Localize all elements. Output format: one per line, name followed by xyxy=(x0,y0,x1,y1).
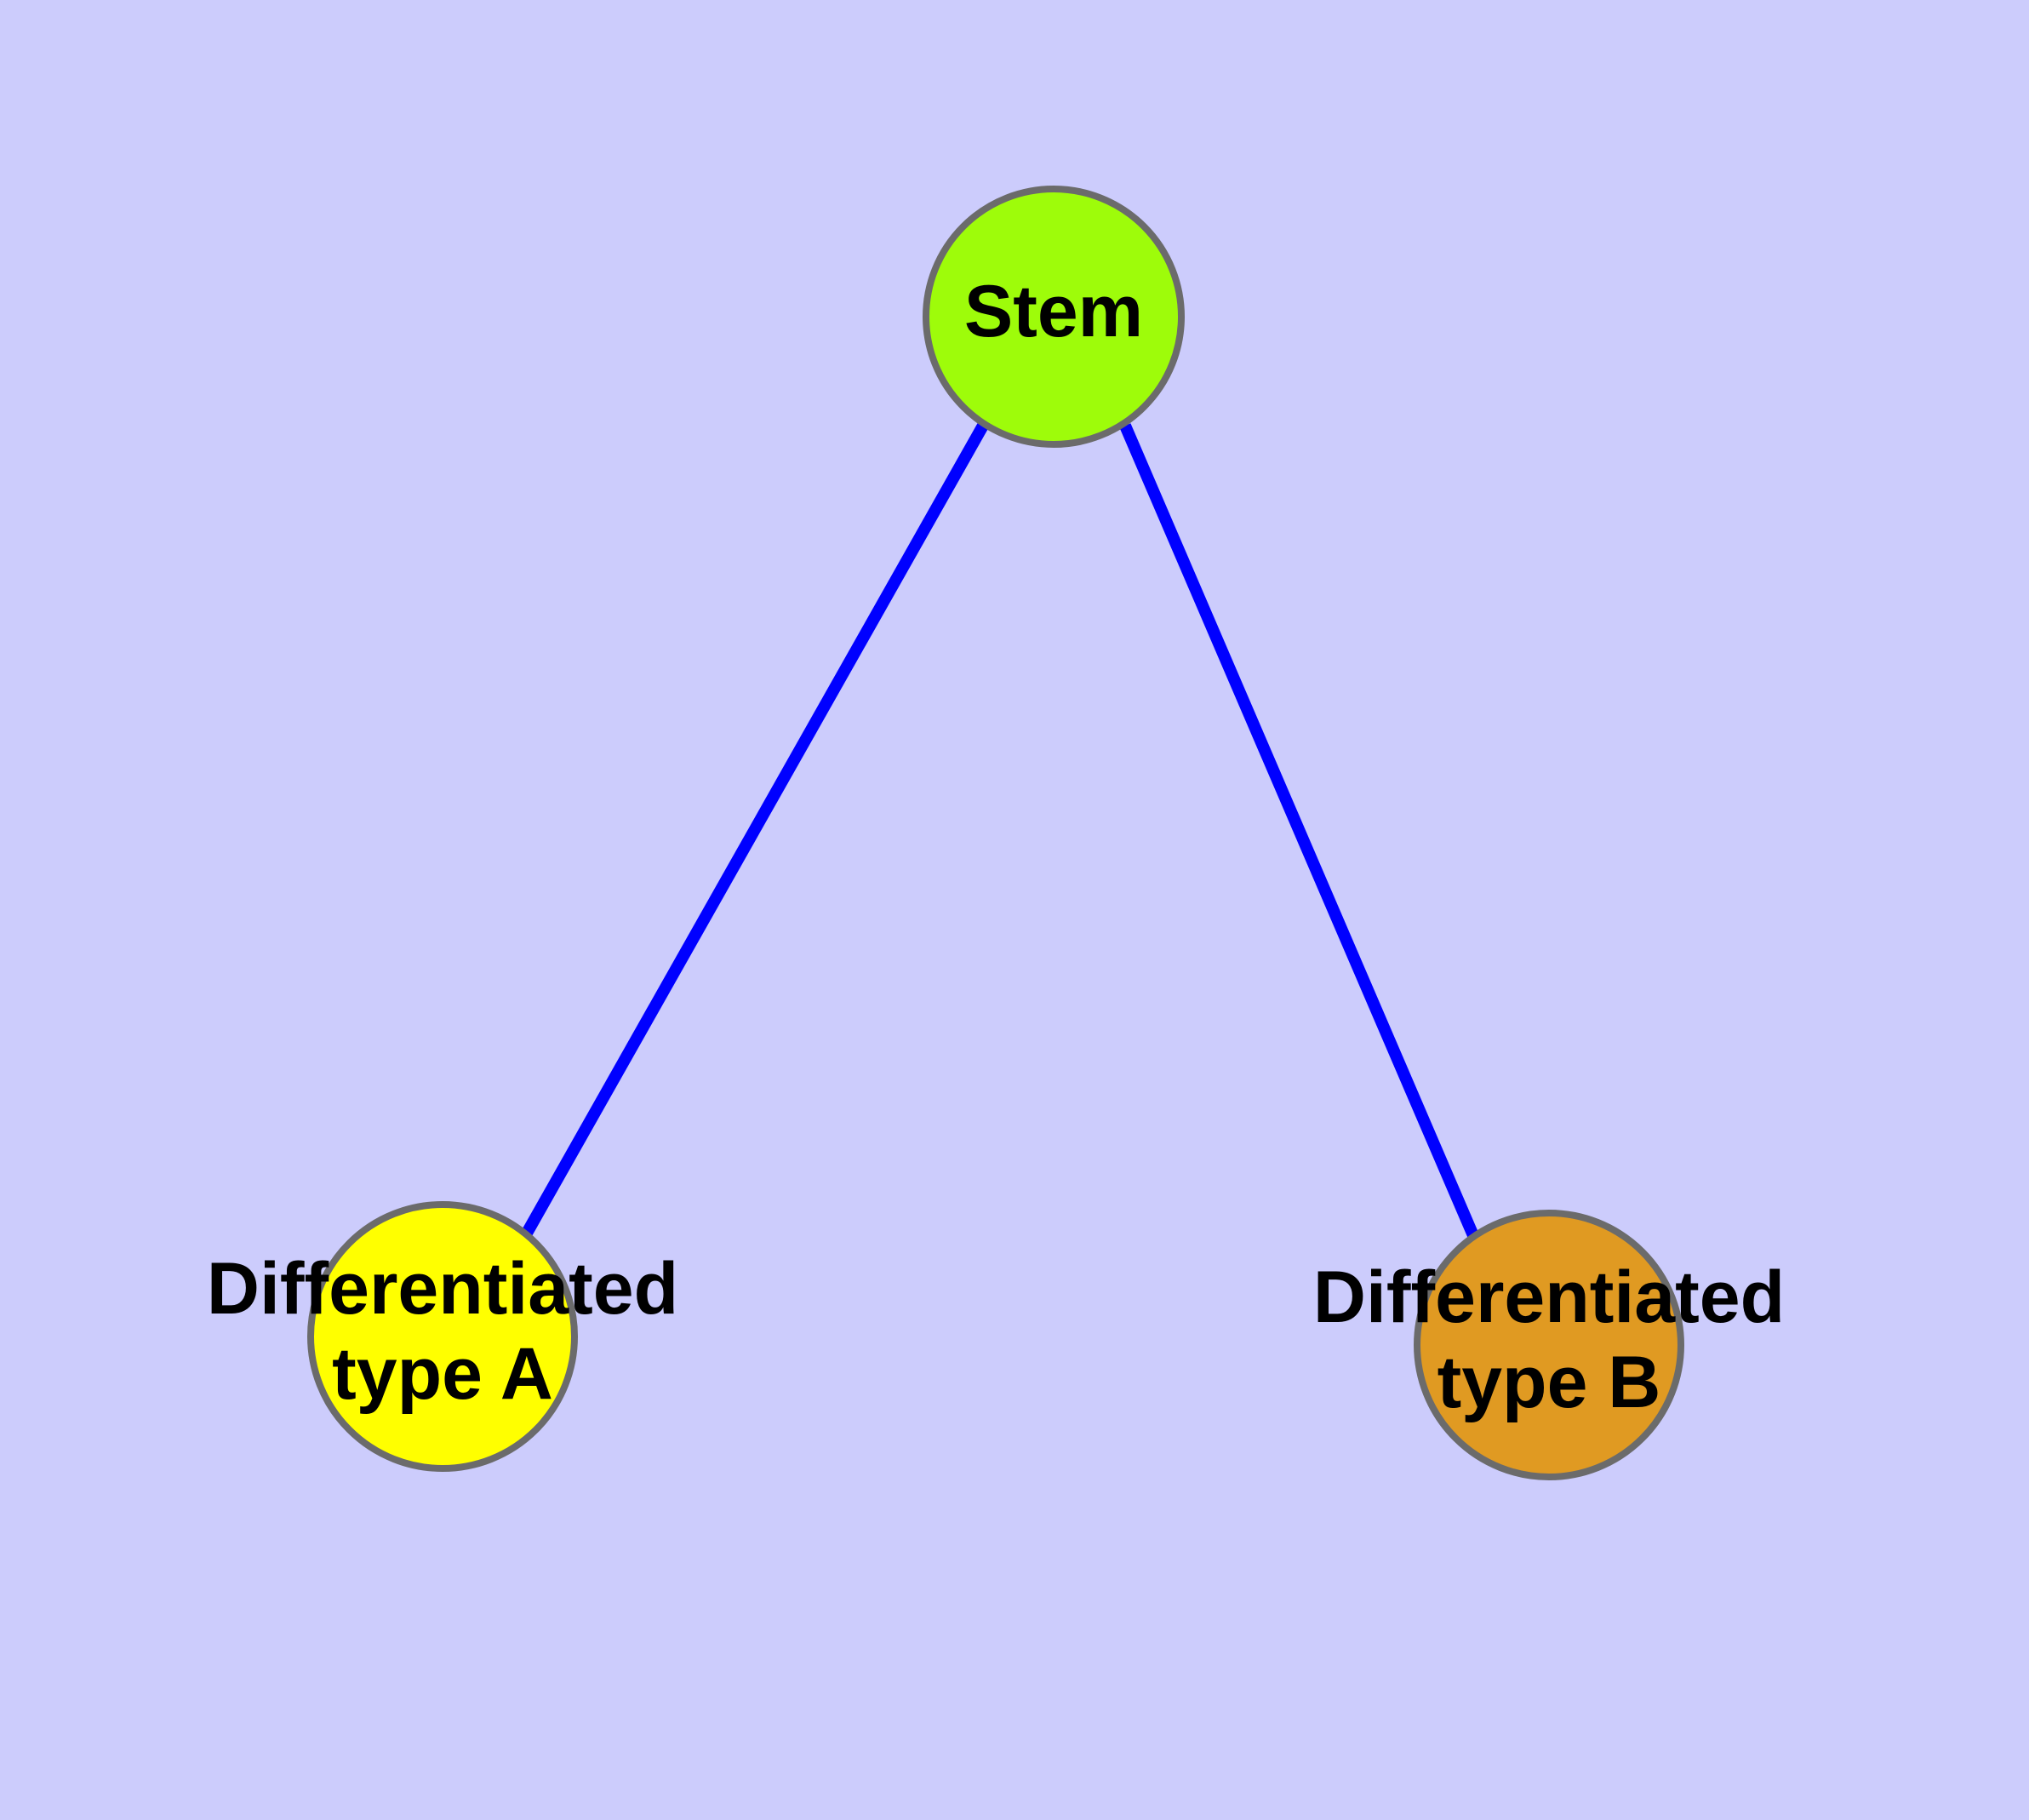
node-stem-label: Stem xyxy=(964,271,1143,352)
node-differentiated-type-b-circle[interactable] xyxy=(1414,1210,1684,1480)
node-stem-circle[interactable] xyxy=(923,186,1185,448)
node-differentiated-type-a-circle[interactable] xyxy=(307,1201,578,1472)
node-stem[interactable]: Stem xyxy=(923,186,1185,448)
edge-stem-to-diff-b[interactable] xyxy=(1119,423,1481,1242)
edge-stem-to-diff-a[interactable] xyxy=(519,422,989,1239)
edge-layer xyxy=(519,422,1481,1242)
